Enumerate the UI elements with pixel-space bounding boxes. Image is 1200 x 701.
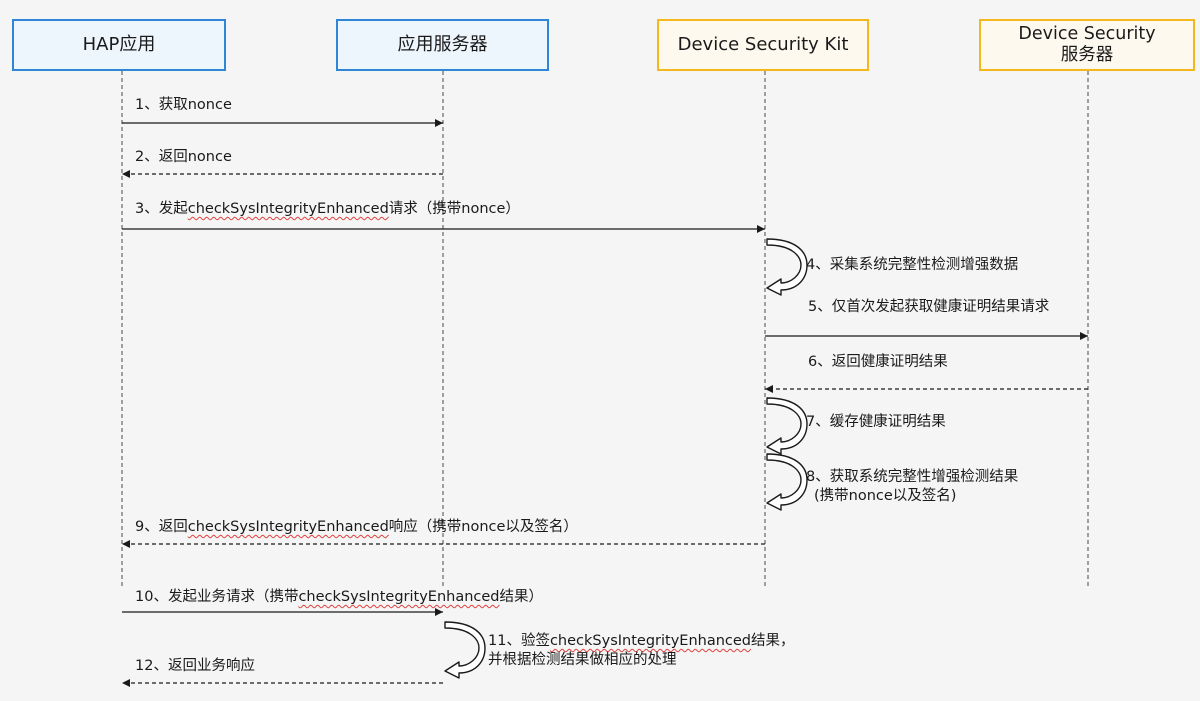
message-label-8: 8、获取系统完整性增强检测结果 (携带nonce以及签名) <box>806 468 1018 506</box>
api-name: checkSysIntegrityEnhanced <box>187 201 389 217</box>
message-label-4: 4、采集系统完整性检测增强数据 <box>806 256 1018 274</box>
participant-device-security-server: Device Security 服务器 <box>979 19 1195 71</box>
self-call-arrow-icon <box>766 397 808 455</box>
participant-label-line1: Device Security <box>1018 24 1156 44</box>
message-text: 9、返回 <box>135 519 188 535</box>
message-label-10: 10、发起业务请求（携带checkSysIntegrityEnhanced结果） <box>135 588 543 606</box>
message-text: 响应（携带nonce以及签名） <box>388 519 578 535</box>
api-name: checkSysIntegrityEnhanced <box>549 633 751 649</box>
message-text-line2: (携带nonce以及签名) <box>814 488 957 504</box>
message-text: 结果， <box>751 633 795 649</box>
message-text: 2、返回nonce <box>135 149 232 165</box>
message-text: 4、采集系统完整性检测增强数据 <box>806 257 1019 273</box>
message-text: 11、验签 <box>488 633 550 649</box>
participant-label: 应用服务器 <box>397 34 488 55</box>
message-label-2: 2、返回nonce <box>135 148 232 166</box>
api-name: checkSysIntegrityEnhanced <box>298 589 500 605</box>
message-text: 10、发起业务请求（携带 <box>135 589 299 605</box>
message-text: 8、获取系统完整性增强检测结果 <box>806 469 1019 485</box>
message-label-7: 7、缓存健康证明结果 <box>806 413 946 431</box>
message-text-line2: 并根据检测结果做相应的处理 <box>488 652 677 668</box>
participant-label-line2: 服务器 <box>1060 45 1114 65</box>
message-label-3: 3、发起checkSysIntegrityEnhanced请求（携带nonce） <box>135 200 520 218</box>
api-name: checkSysIntegrityEnhanced <box>187 519 389 535</box>
message-text: 12、返回业务响应 <box>135 658 255 674</box>
message-label-1: 1、获取nonce <box>135 96 232 114</box>
message-label-11: 11、验签checkSysIntegrityEnhanced结果， 并根据检测结… <box>488 632 795 670</box>
participant-label: Device Security Kit <box>677 34 849 55</box>
message-label-6: 6、返回健康证明结果 <box>808 353 948 371</box>
participant-device-security-kit: Device Security Kit <box>657 19 869 71</box>
self-call-arrow-icon <box>444 621 486 679</box>
message-label-5: 5、仅首次发起获取健康证明结果请求 <box>808 298 1049 316</box>
message-text: 1、获取nonce <box>135 97 232 113</box>
message-text: 结果） <box>499 589 544 605</box>
participant-app-server: 应用服务器 <box>336 19 549 71</box>
participant-label: HAP应用 <box>82 34 156 55</box>
participant-hap-app: HAP应用 <box>12 19 226 71</box>
message-label-9: 9、返回checkSysIntegrityEnhanced响应（携带nonce以… <box>135 518 578 536</box>
self-call-arrow-icon <box>766 453 808 511</box>
message-label-12: 12、返回业务响应 <box>135 657 255 675</box>
message-text: 3、发起 <box>135 201 188 217</box>
self-call-arrow-icon <box>766 238 808 296</box>
message-text: 6、返回健康证明结果 <box>808 354 948 370</box>
message-text: 5、仅首次发起获取健康证明结果请求 <box>808 299 1050 315</box>
message-text: 7、缓存健康证明结果 <box>806 414 946 430</box>
message-text: 请求（携带nonce） <box>388 201 520 217</box>
participant-label: Device Security 服务器 <box>1018 24 1155 66</box>
